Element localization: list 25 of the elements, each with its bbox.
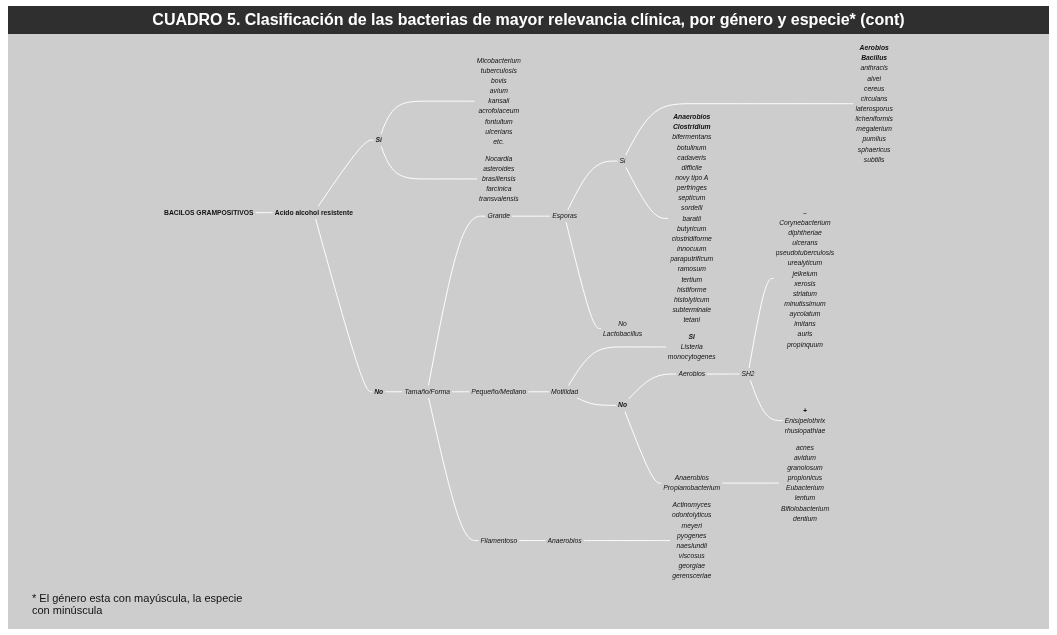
connector [625, 166, 669, 219]
connector [567, 346, 667, 387]
connector [384, 391, 404, 393]
connector [511, 215, 551, 217]
connector [428, 397, 479, 542]
footnote: * El género esta con mayúscula, la especie con minúscula [32, 592, 244, 616]
connector [627, 373, 677, 400]
connector [565, 221, 602, 330]
connector [254, 212, 274, 214]
connector [576, 397, 617, 406]
connector [518, 540, 547, 542]
connector [380, 100, 476, 135]
connector [315, 218, 373, 393]
connector [380, 145, 478, 180]
connector [451, 391, 470, 393]
table-title: CUADRO 5. Clasificación de las bacterias de mayor relevancia clínica, por género y especie* (cont) [8, 6, 1049, 34]
connector [748, 278, 775, 369]
connector [583, 540, 671, 542]
connector [625, 103, 854, 156]
connector [567, 160, 619, 211]
connector [427, 215, 487, 387]
connector [749, 379, 784, 421]
connector [527, 391, 550, 393]
connector [317, 139, 375, 208]
connector [624, 410, 662, 484]
